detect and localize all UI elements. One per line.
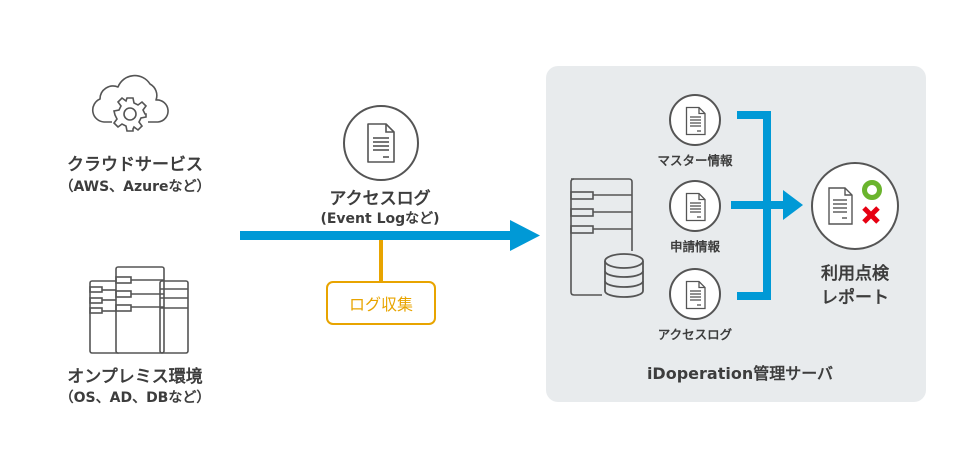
ok-circle-icon [862, 180, 882, 200]
log-collect-box: ログ収集 [326, 281, 436, 325]
merge-bracket-arrow [731, 111, 803, 300]
onprem-subtitle: （OS、AD、DBなど） [59, 390, 211, 406]
report-circle [811, 162, 899, 250]
report-check-icon [828, 180, 882, 225]
collect-connector [379, 240, 383, 282]
application-info-circle [669, 180, 721, 232]
application-info-label: 申請情報 [669, 239, 720, 254]
master-info-label: マスター情報 [657, 153, 733, 168]
access-log-item-label: アクセスログ [657, 327, 733, 342]
flow-arrow [240, 220, 540, 251]
server-rack-icon [89, 266, 189, 354]
document-icon [685, 106, 706, 136]
log-collect-label: ログ収集 [348, 295, 413, 314]
master-info-circle [669, 94, 721, 146]
cloud-gear-icon [91, 74, 169, 132]
server-database-icon [570, 178, 644, 298]
cloud-title: クラウドサービス [67, 155, 203, 175]
onprem-title: オンプレミス環境 [67, 367, 203, 387]
cloud-subtitle: （AWS、Azureなど） [59, 179, 211, 195]
report-title-line2: レポート [821, 288, 889, 308]
access-log-title: アクセスログ [329, 189, 431, 209]
document-icon [367, 123, 395, 163]
access-log-circle [343, 105, 419, 181]
access-log-item-circle [669, 268, 721, 320]
ng-cross-icon [862, 206, 880, 224]
server-name: iDoperation管理サーバ [646, 364, 834, 383]
report-title-line1: 利用点検 [821, 264, 889, 284]
document-icon [685, 192, 706, 222]
document-icon [685, 280, 706, 310]
access-log-subtitle: (Event Logなど) [320, 211, 440, 227]
